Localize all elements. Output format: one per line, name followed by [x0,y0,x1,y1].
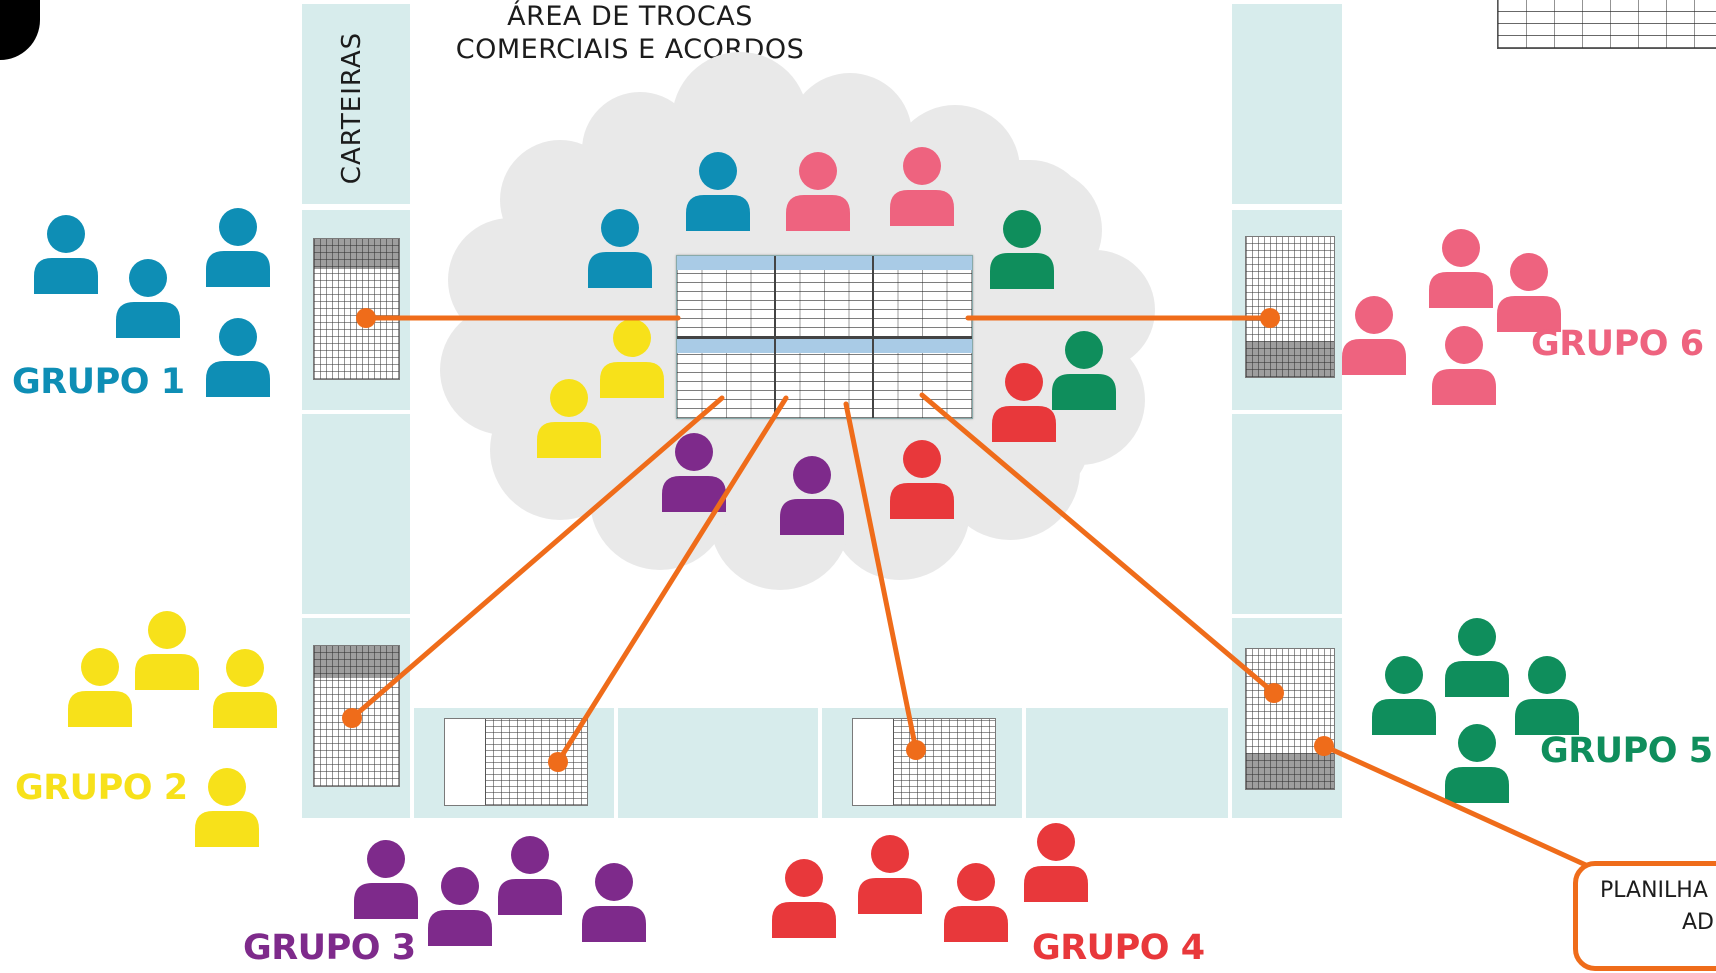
wallet-sheet-group-2 [313,645,400,787]
corner-spreadsheet [1497,0,1716,49]
group-5-label: GRUPO 5 [1540,731,1713,771]
wallet-sheet-group-4 [852,718,996,806]
connector-callout [1321,743,1591,869]
connector-dot-group-5 [1264,683,1284,703]
board-bottom-cell-2 [618,708,818,818]
board-right-cell-2 [1232,414,1342,614]
connector-dot-group-3 [548,752,568,772]
title-line-1: ÁREA DE TROCAS [507,1,753,32]
connector-group-2 [349,395,725,721]
connector-dot-group-1 [356,308,376,328]
group-2-label: GRUPO 2 [15,768,188,808]
group-3-label: GRUPO 3 [243,928,416,968]
connector-group-3 [555,395,789,765]
callout-line-1: PLANILHA [1600,878,1708,903]
wallet-sheet-group-3 [444,718,588,806]
spreadsheet-callout: PLANILHA AD [1573,861,1716,971]
callout-line-2: AD [1682,910,1714,935]
wallet-sheet-group-6 [1245,236,1335,378]
group-1-label: GRUPO 1 [12,362,185,402]
wallet-sheet-group-5 [1245,648,1335,790]
board-top-right-cell [1232,4,1342,204]
board-left-cell-2 [302,414,410,614]
board-top-left-cell [302,4,410,204]
connector-dot-group-4 [906,740,926,760]
price-table [676,255,973,419]
connector-dot-group-6 [1260,308,1280,328]
connector-dot-group-2 [342,708,362,728]
page-title: ÁREA DE TROCAS COMERCIAIS E ACORDOS [450,0,810,66]
group-6-label: GRUPO 6 [1531,324,1704,364]
connector-group-4 [843,401,919,753]
board-bottom-cell-4 [1026,708,1228,818]
connector-group-5 [919,392,1277,696]
wallet-sheet-group-1 [313,238,400,380]
connector-dot-callout [1314,736,1334,756]
group-4-label: GRUPO 4 [1032,928,1205,968]
